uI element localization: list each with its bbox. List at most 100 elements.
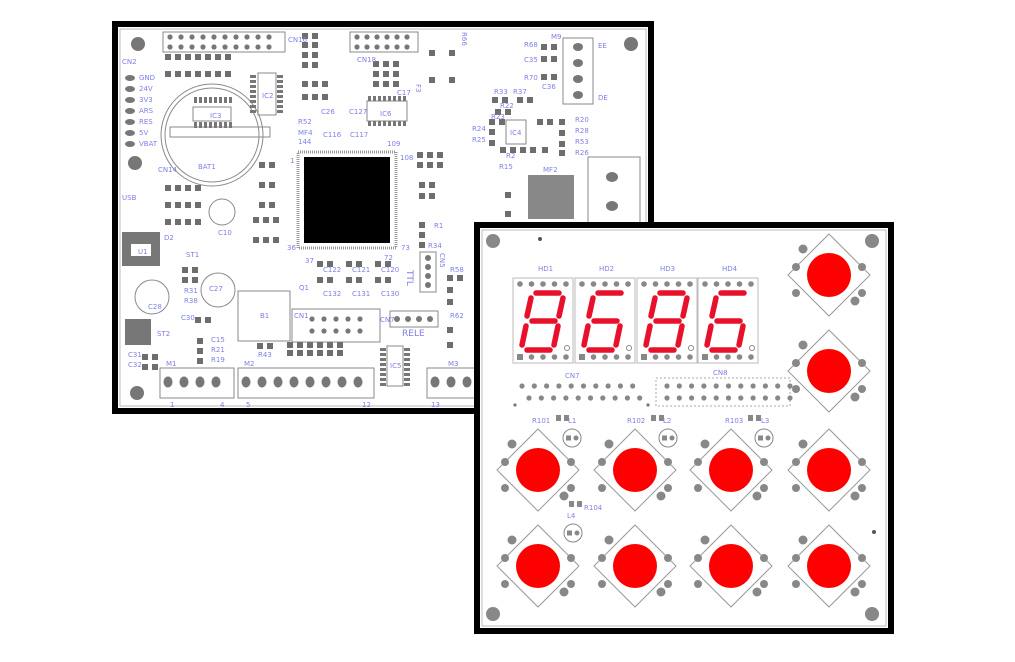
- button-cap[interactable]: [613, 544, 657, 588]
- mf2-package: [528, 175, 574, 219]
- smd-pad: [152, 354, 158, 360]
- svg-text:73: 73: [401, 244, 410, 252]
- cn8-pin: [689, 383, 695, 389]
- button-cap[interactable]: [709, 544, 753, 588]
- push-button-7[interactable]: [496, 524, 580, 608]
- svg-text:R52: R52: [298, 118, 312, 126]
- label-mf2: MF2: [543, 166, 558, 174]
- push-button-3[interactable]: [496, 428, 580, 512]
- smd-pad: [449, 50, 455, 56]
- pin-numbers: 1 36 37 72 73 108 109 144 1 4 5 12 13: [170, 138, 440, 409]
- smd-pad: [520, 147, 526, 153]
- smd-pad: [510, 147, 516, 153]
- svg-text:144: 144: [298, 138, 312, 146]
- terminal-screw: [606, 201, 618, 211]
- mounting-hole: [865, 234, 879, 248]
- svg-text:C28: C28: [148, 303, 162, 311]
- button-pin: [700, 439, 710, 449]
- label-5v: 5V: [139, 129, 148, 137]
- header-pin: [167, 44, 173, 50]
- button-cap[interactable]: [516, 544, 560, 588]
- ic4: [505, 119, 527, 145]
- ic-leg: [250, 75, 256, 78]
- push-button-5[interactable]: [689, 428, 773, 512]
- smd-pad: [373, 61, 379, 67]
- button-cap[interactable]: [516, 448, 560, 492]
- connector-label-cn8: CN8: [713, 369, 728, 377]
- push-button-8[interactable]: [593, 524, 677, 608]
- smd-pad: [419, 222, 425, 228]
- ic-leg: [229, 97, 232, 103]
- ic5: [386, 345, 404, 387]
- button-cap[interactable]: [807, 544, 851, 588]
- smd-pad: [447, 287, 453, 293]
- led-pad: [567, 530, 572, 536]
- ic-labels: IC2 IC3 IC4 IC5 IC6 BAT1 ST1 ST2 Q1 D2 U…: [138, 92, 522, 370]
- svg-text:R104: R104: [584, 504, 603, 512]
- push-button-1[interactable]: [787, 233, 871, 317]
- cn8-pin: [701, 383, 707, 389]
- label-24v: 24V: [139, 85, 153, 93]
- led-outline: [563, 523, 583, 543]
- header-pin: [244, 44, 250, 50]
- ic-leg: [404, 383, 410, 386]
- display-pin: [687, 354, 693, 360]
- push-button-6[interactable]: [787, 428, 871, 512]
- smd-pad: [542, 147, 548, 153]
- smd-pad: [192, 277, 198, 283]
- label-m9: M9: [551, 33, 562, 41]
- button-cap[interactable]: [613, 448, 657, 492]
- smd-pad: [182, 277, 188, 283]
- push-button-4[interactable]: [593, 428, 677, 512]
- smd-pad: [373, 71, 379, 77]
- smd-pad: [346, 261, 352, 267]
- button-pin: [792, 484, 800, 492]
- cn7-pin: [612, 395, 618, 401]
- button-cap[interactable]: [807, 253, 851, 297]
- ic-leg: [403, 96, 406, 101]
- smd-pad: [530, 147, 536, 153]
- led-outline: [562, 428, 582, 448]
- decimal-point: [688, 345, 694, 351]
- segment-b: [680, 295, 690, 319]
- display-pin: [702, 354, 708, 360]
- display-pin: [641, 281, 647, 287]
- button-pin: [559, 491, 569, 501]
- ic-leg: [214, 97, 217, 103]
- display-pin: [702, 281, 708, 287]
- button-cap[interactable]: [807, 349, 851, 393]
- svg-text:C121: C121: [352, 266, 370, 274]
- display-pin: [675, 281, 682, 287]
- smd-pad: [346, 277, 352, 283]
- button-pin: [798, 439, 808, 449]
- label-cn7-back: CN7: [380, 316, 395, 324]
- button-pin: [858, 385, 866, 393]
- button-pin: [792, 359, 800, 367]
- smd-pad: [449, 77, 455, 83]
- push-button-10[interactable]: [787, 524, 871, 608]
- svg-text:4: 4: [220, 401, 225, 409]
- smd-pad: [185, 71, 191, 77]
- button-pin: [598, 554, 606, 562]
- display-pin: [579, 354, 585, 360]
- button-pin: [656, 587, 666, 597]
- smd-pad: [195, 54, 201, 60]
- button-pin: [792, 458, 800, 466]
- smd-pad: [492, 97, 498, 103]
- button-cap[interactable]: [807, 448, 851, 492]
- push-button-9[interactable]: [689, 524, 773, 608]
- smd-pad: [373, 81, 379, 87]
- label-vbat: VBAT: [139, 140, 158, 148]
- svg-text:R20: R20: [575, 116, 589, 124]
- push-button-2[interactable]: [787, 329, 871, 413]
- button-cap[interactable]: [709, 448, 753, 492]
- capacitor-c10: [208, 198, 236, 226]
- segment-e: [519, 323, 529, 348]
- cn1-pin: [357, 316, 363, 322]
- smd-pad: [259, 162, 265, 168]
- cn7-pin: [605, 383, 611, 389]
- led-pad: [566, 435, 571, 441]
- cn8-pin: [762, 383, 769, 389]
- segment-c: [675, 323, 685, 348]
